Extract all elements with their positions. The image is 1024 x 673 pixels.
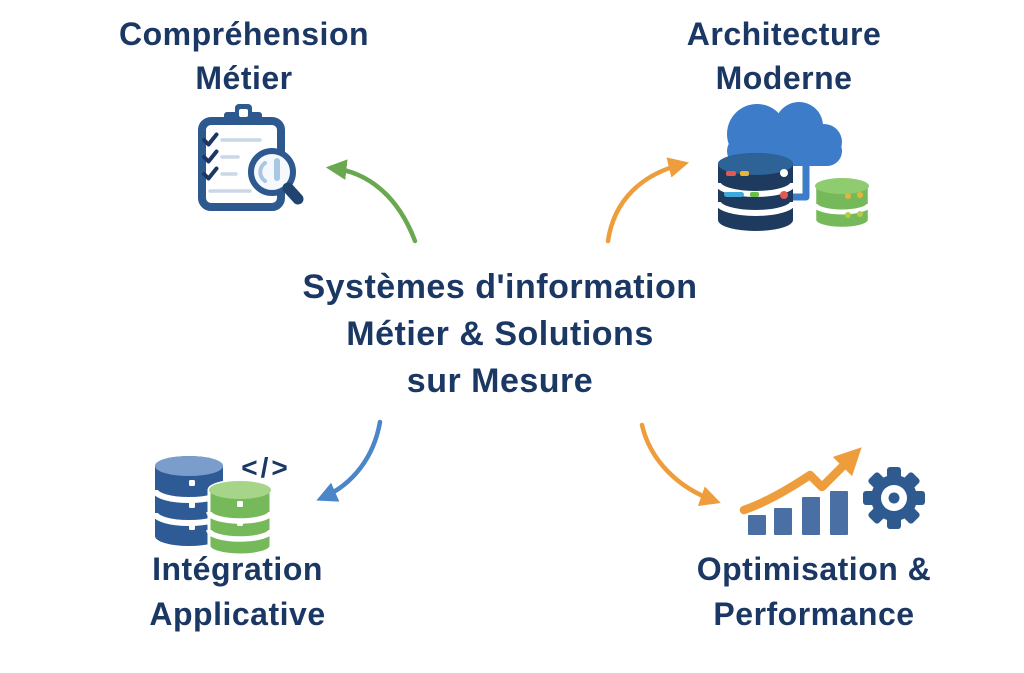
label-line: Moderne (715, 60, 853, 96)
growth-trend-arrow (739, 447, 862, 515)
checklist-checkmarks (202, 132, 219, 181)
label-line: Applicative (149, 596, 326, 632)
label-optimisation-performance: Optimisation & Performance (618, 547, 1010, 637)
label-line: Optimisation & (696, 551, 932, 587)
clipboard-clip (224, 104, 262, 125)
checklist-lines (208, 138, 262, 193)
center-title-line: Métier & Solutions (346, 315, 654, 353)
bar-chart-growth-gear-icon (739, 447, 925, 535)
database-green (812, 176, 872, 230)
database-dark (715, 153, 796, 231)
center-title: Systèmes d'information Métier & Solution… (180, 264, 820, 405)
label-line: Performance (713, 596, 915, 632)
label-line: Compréhension (118, 16, 370, 52)
magnifier (248, 148, 304, 205)
database-green-front (206, 479, 274, 557)
arrow-center-to-bottom-left (316, 419, 383, 502)
databases-code-icon: </> (152, 452, 290, 557)
arrow-center-to-bottom-right (639, 422, 721, 506)
arrow-center-to-top-left (325, 159, 418, 244)
bar-chart-bars (748, 491, 848, 535)
clipboard-checklist-magnifier-icon (198, 104, 304, 211)
cloud-connector-line (786, 158, 810, 201)
label-integration-applicative: Intégration Applicative (40, 547, 435, 637)
center-title-line: Systèmes d'information (302, 268, 698, 306)
label-architecture-moderne: Architecture Moderne (598, 12, 970, 100)
center-title-line: sur Mesure (406, 362, 594, 400)
cloud-databases-icon (715, 102, 872, 231)
arrow-center-to-top-right (605, 157, 690, 244)
label-line: Intégration (152, 551, 323, 587)
gear-icon (863, 467, 925, 529)
label-line: Métier (195, 60, 293, 96)
code-glyph: </> (241, 452, 290, 483)
label-comprehension-metier: Compréhension Métier (58, 12, 430, 100)
label-line: Architecture (686, 16, 882, 52)
